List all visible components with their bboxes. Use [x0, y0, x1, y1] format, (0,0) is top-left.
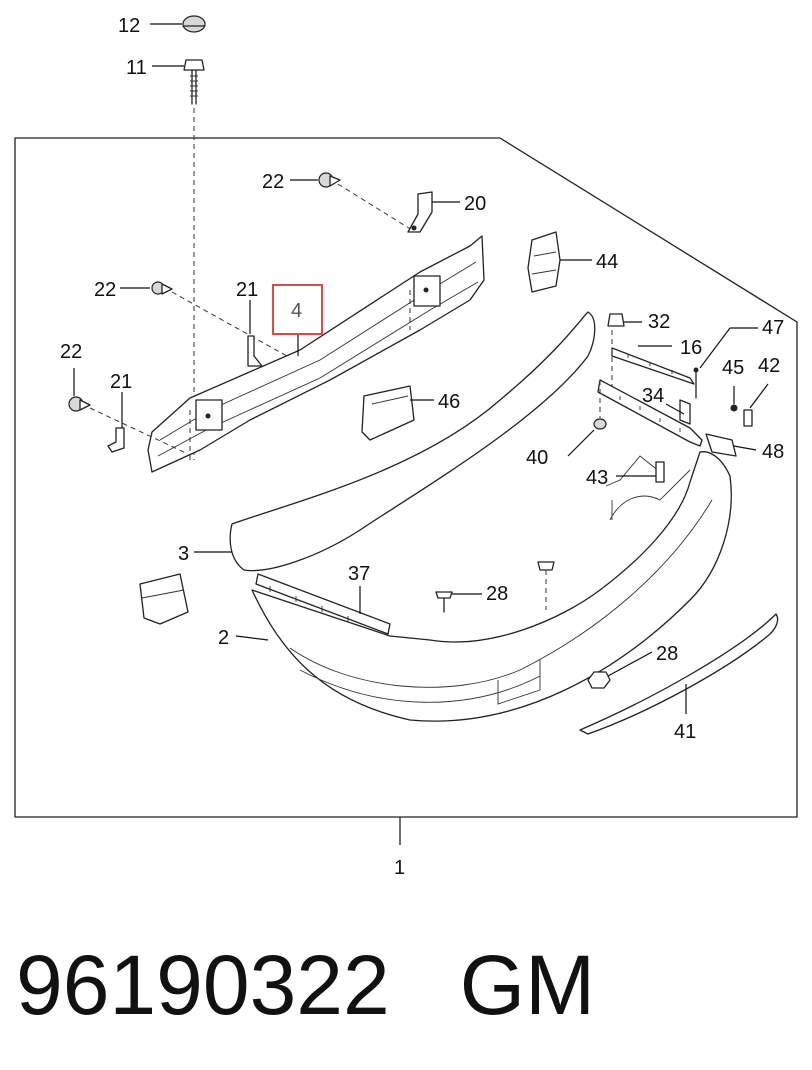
callout-12[interactable]: 12 — [118, 15, 140, 37]
clip-part-22-top — [318, 172, 341, 188]
reinforcement-part-4 — [147, 235, 485, 473]
bumper-fascia-part-2 — [251, 451, 732, 722]
callout-4-highlight[interactable]: 4 — [272, 284, 323, 335]
callout-28-upper[interactable]: 28 — [486, 583, 508, 605]
callout-37[interactable]: 37 — [348, 563, 370, 585]
nut-part-45 — [730, 404, 738, 412]
callout-2[interactable]: 2 — [218, 627, 229, 649]
rail-part-16 — [611, 347, 695, 385]
side-bracket-part-44 — [527, 231, 561, 293]
callout-4[interactable]: 4 — [291, 300, 302, 322]
callout-11[interactable]: 11 — [126, 57, 147, 79]
callout-32[interactable]: 32 — [648, 311, 670, 333]
callout-21-upper[interactable]: 21 — [236, 279, 258, 301]
bracket-part-21-upper — [247, 335, 263, 367]
callout-41[interactable]: 41 — [674, 721, 696, 743]
callout-48[interactable]: 48 — [762, 441, 784, 463]
bracket-part-34 — [597, 379, 703, 447]
foam-part-3 — [229, 311, 596, 572]
clip-part-28-upper — [435, 591, 453, 613]
bolt-part-11 — [183, 59, 205, 105]
callout-21-lower[interactable]: 21 — [110, 371, 132, 393]
callout-20[interactable]: 20 — [464, 193, 486, 215]
callout-43[interactable]: 43 — [586, 467, 608, 489]
bumper-exploded-diagram: 12 11 22 20 22 21 4 22 21 44 32 47 16 45… — [14, 15, 798, 879]
strip-part-37 — [255, 573, 391, 635]
bolt-part-47 — [693, 367, 699, 399]
callout-44[interactable]: 44 — [596, 251, 618, 273]
callout-16[interactable]: 16 — [680, 337, 702, 359]
molding-part-41 — [579, 613, 779, 735]
brand-name: GM — [459, 938, 596, 1032]
callout-22-lower[interactable]: 22 — [60, 341, 82, 363]
callout-22-middle[interactable]: 22 — [94, 279, 116, 301]
part-caption: 96190322 GM — [16, 935, 595, 1035]
cap-part-32 — [607, 313, 625, 327]
bracket-part-21-lower — [107, 427, 125, 453]
bracket-part-20 — [407, 191, 433, 233]
pad-part-46 — [361, 385, 415, 441]
callout-47[interactable]: 47 — [762, 317, 784, 339]
cap-part-12 — [182, 15, 206, 33]
callout-28-lower[interactable]: 28 — [656, 643, 678, 665]
callout-1[interactable]: 1 — [394, 857, 405, 879]
clip-part-42 — [743, 409, 753, 427]
callout-45[interactable]: 45 — [722, 357, 744, 379]
assembly-frame — [14, 137, 798, 818]
highlight-box — [272, 284, 323, 335]
part-number: 96190322 — [16, 938, 390, 1032]
callout-22-top[interactable]: 22 — [262, 171, 284, 193]
clip-part-22-middle — [151, 281, 173, 295]
nut-part-28-lower — [587, 671, 611, 689]
callout-42[interactable]: 42 — [758, 355, 780, 377]
screw-part-40 — [593, 380, 607, 430]
callout-40[interactable]: 40 — [526, 447, 548, 469]
side-block-left — [139, 573, 189, 625]
clip-part-28-right — [537, 561, 555, 610]
callout-46[interactable]: 46 — [438, 391, 460, 413]
bracket-part-48 — [705, 433, 737, 457]
clip-part-43 — [655, 461, 665, 483]
clip-part-22-lower — [68, 396, 91, 412]
callout-34[interactable]: 34 — [642, 385, 664, 407]
callout-3[interactable]: 3 — [178, 543, 189, 565]
